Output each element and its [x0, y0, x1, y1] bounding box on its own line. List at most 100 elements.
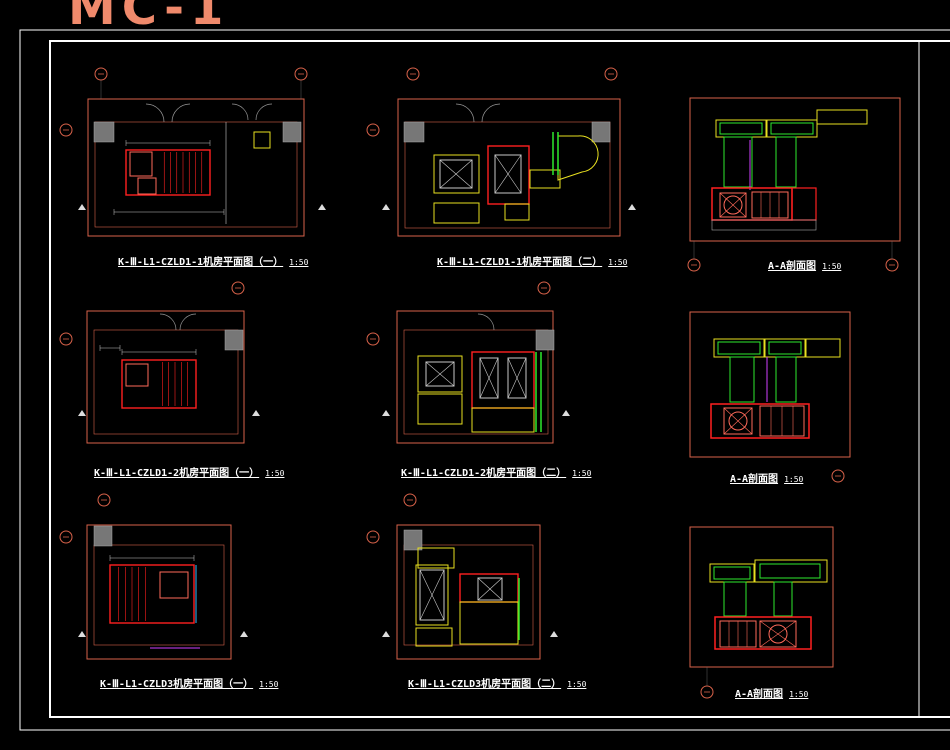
grid-bubble	[366, 123, 380, 137]
box-yellow	[459, 601, 519, 645]
column-hatch	[403, 121, 425, 143]
section-outline	[689, 311, 851, 458]
fan-box	[479, 357, 499, 399]
fan-box-x2	[723, 407, 753, 435]
fan-box	[137, 177, 157, 195]
fan-circle	[768, 624, 788, 644]
duct-green	[719, 122, 763, 135]
outer-frame	[19, 29, 950, 731]
riser-green	[723, 136, 753, 188]
section-marker	[382, 204, 390, 210]
grid-bubble	[831, 469, 845, 483]
fan-box-x2	[477, 577, 503, 601]
filter-box-x2	[425, 361, 455, 387]
fan-box	[125, 363, 149, 387]
ahu-unit	[710, 403, 810, 439]
section-outline	[689, 97, 901, 242]
section-marker	[382, 631, 390, 637]
fan-box	[159, 571, 189, 599]
caption-plan-2-2: K-Ⅲ-L1-CZLD1-2机房平面图（二）1:50	[401, 468, 592, 479]
box-yellow	[433, 202, 480, 224]
base-frame	[711, 219, 817, 231]
column-hatch	[282, 121, 302, 143]
box-yellow	[504, 203, 530, 221]
fan-box	[719, 192, 747, 218]
fan-box	[494, 154, 522, 194]
door-arc	[179, 313, 197, 331]
door-arc	[231, 103, 249, 121]
caption-plan-3-1: K-Ⅲ-L1-CZLD3机房平面图（一）1:50	[100, 679, 279, 690]
duct-yellow	[805, 338, 841, 358]
box-yellow	[433, 154, 480, 194]
fan-box-x2	[479, 357, 499, 399]
section-marker	[628, 204, 636, 210]
grid-bubble	[604, 67, 618, 81]
box-yellow	[415, 564, 449, 626]
section-marker	[252, 410, 260, 416]
ahu-unit	[121, 359, 197, 409]
room-inner-wall	[404, 121, 611, 229]
fan-box-x2	[494, 154, 522, 194]
room-outline	[397, 98, 621, 237]
ahu-unit	[714, 616, 812, 650]
grid-bubble	[97, 493, 111, 507]
room-inner-wall	[93, 544, 225, 646]
room-outline	[396, 524, 541, 660]
grid-bubble	[366, 530, 380, 544]
room-inner-wall	[94, 121, 298, 228]
box-yellow	[417, 547, 455, 569]
section-marker	[550, 631, 558, 637]
fan-box	[129, 151, 153, 177]
fan-box	[507, 357, 527, 399]
room-outline	[86, 310, 245, 444]
caption-plan-1-2: K-Ⅲ-L1-CZLD1-1机房平面图（二）1:50	[437, 257, 628, 268]
duct-yellow	[529, 169, 561, 189]
fan-box-x2	[507, 357, 527, 399]
duct-green	[759, 563, 821, 579]
duct-green	[768, 341, 802, 355]
box-yellow	[417, 355, 463, 393]
riser-green	[775, 356, 797, 403]
column-hatch	[403, 529, 423, 551]
caption-plan-3-2: K-Ⅲ-L1-CZLD3机房平面图（二）1:50	[408, 679, 587, 690]
room-outline	[87, 98, 305, 237]
equipment-yellow	[253, 131, 271, 149]
section-marker	[78, 410, 86, 416]
column-hatch	[591, 121, 611, 143]
column-hatch	[535, 329, 555, 351]
door-arc	[171, 103, 191, 123]
section-marker	[562, 410, 570, 416]
fan-box	[477, 577, 503, 601]
room-outline	[86, 524, 232, 660]
fan-box-x2	[719, 192, 747, 218]
grid-bubble	[59, 530, 73, 544]
riser-green	[729, 356, 755, 403]
filter-box	[439, 159, 473, 189]
filter-box-x2	[439, 159, 473, 189]
door-arc	[255, 103, 273, 121]
riser-green	[723, 581, 747, 617]
grid-bubble	[59, 332, 73, 346]
grid-bubble	[406, 67, 420, 81]
section-outline	[689, 526, 834, 668]
door-arc	[145, 103, 165, 123]
riser-green	[775, 136, 797, 188]
room-inner-wall	[93, 329, 239, 435]
ahu-unit-ext	[791, 187, 817, 221]
caption-plan-1-1: K-Ⅲ-L1-CZLD1-1机房平面图（一）1:50	[118, 257, 309, 268]
section-marker	[318, 204, 326, 210]
duct-yellow	[754, 559, 828, 583]
riser-green	[773, 581, 793, 617]
grid-bubble	[366, 332, 380, 346]
duct-green	[713, 566, 751, 580]
grid-bubble	[231, 281, 245, 295]
door-arc	[477, 313, 495, 331]
room-outline	[396, 310, 554, 444]
ahu-unit	[109, 564, 195, 624]
door-arc	[455, 103, 475, 123]
